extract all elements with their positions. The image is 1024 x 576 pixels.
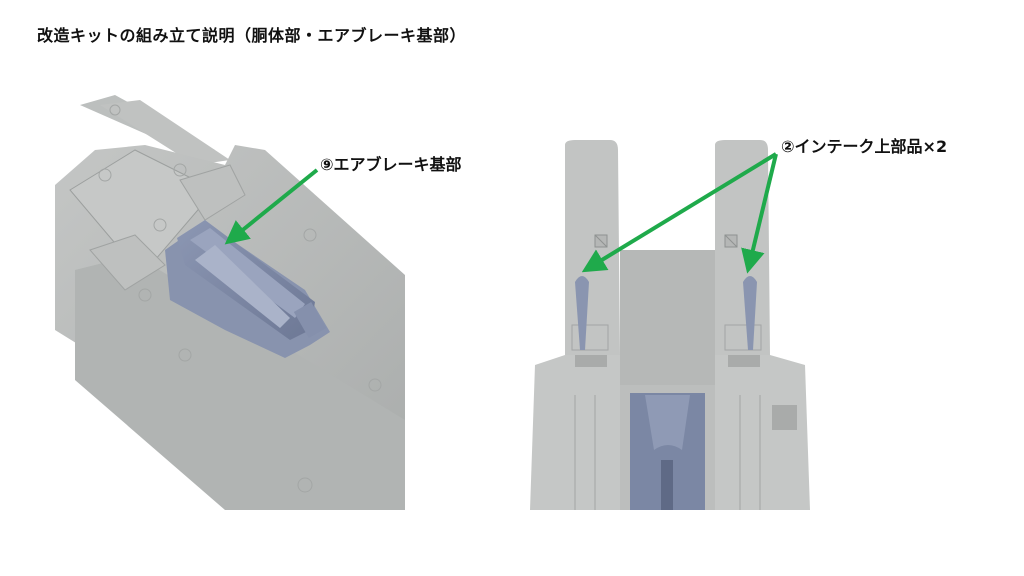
resin-intake-part-right (743, 276, 757, 350)
page-title: 改造キットの組み立て説明（胴体部・エアブレーキ基部） (37, 26, 467, 45)
callout-airbrake-base-label: ⑨エアブレーキ基部 (320, 155, 462, 174)
photo-intake-upper-parts (520, 140, 820, 510)
resin-intake-part-left (575, 276, 589, 350)
fuselage-photo-right (520, 140, 820, 510)
callout-intake-upper-label: ②インテーク上部品×2 (781, 137, 948, 156)
fuselage-photo-left (55, 90, 405, 510)
photo-airbrake-base (55, 90, 405, 510)
